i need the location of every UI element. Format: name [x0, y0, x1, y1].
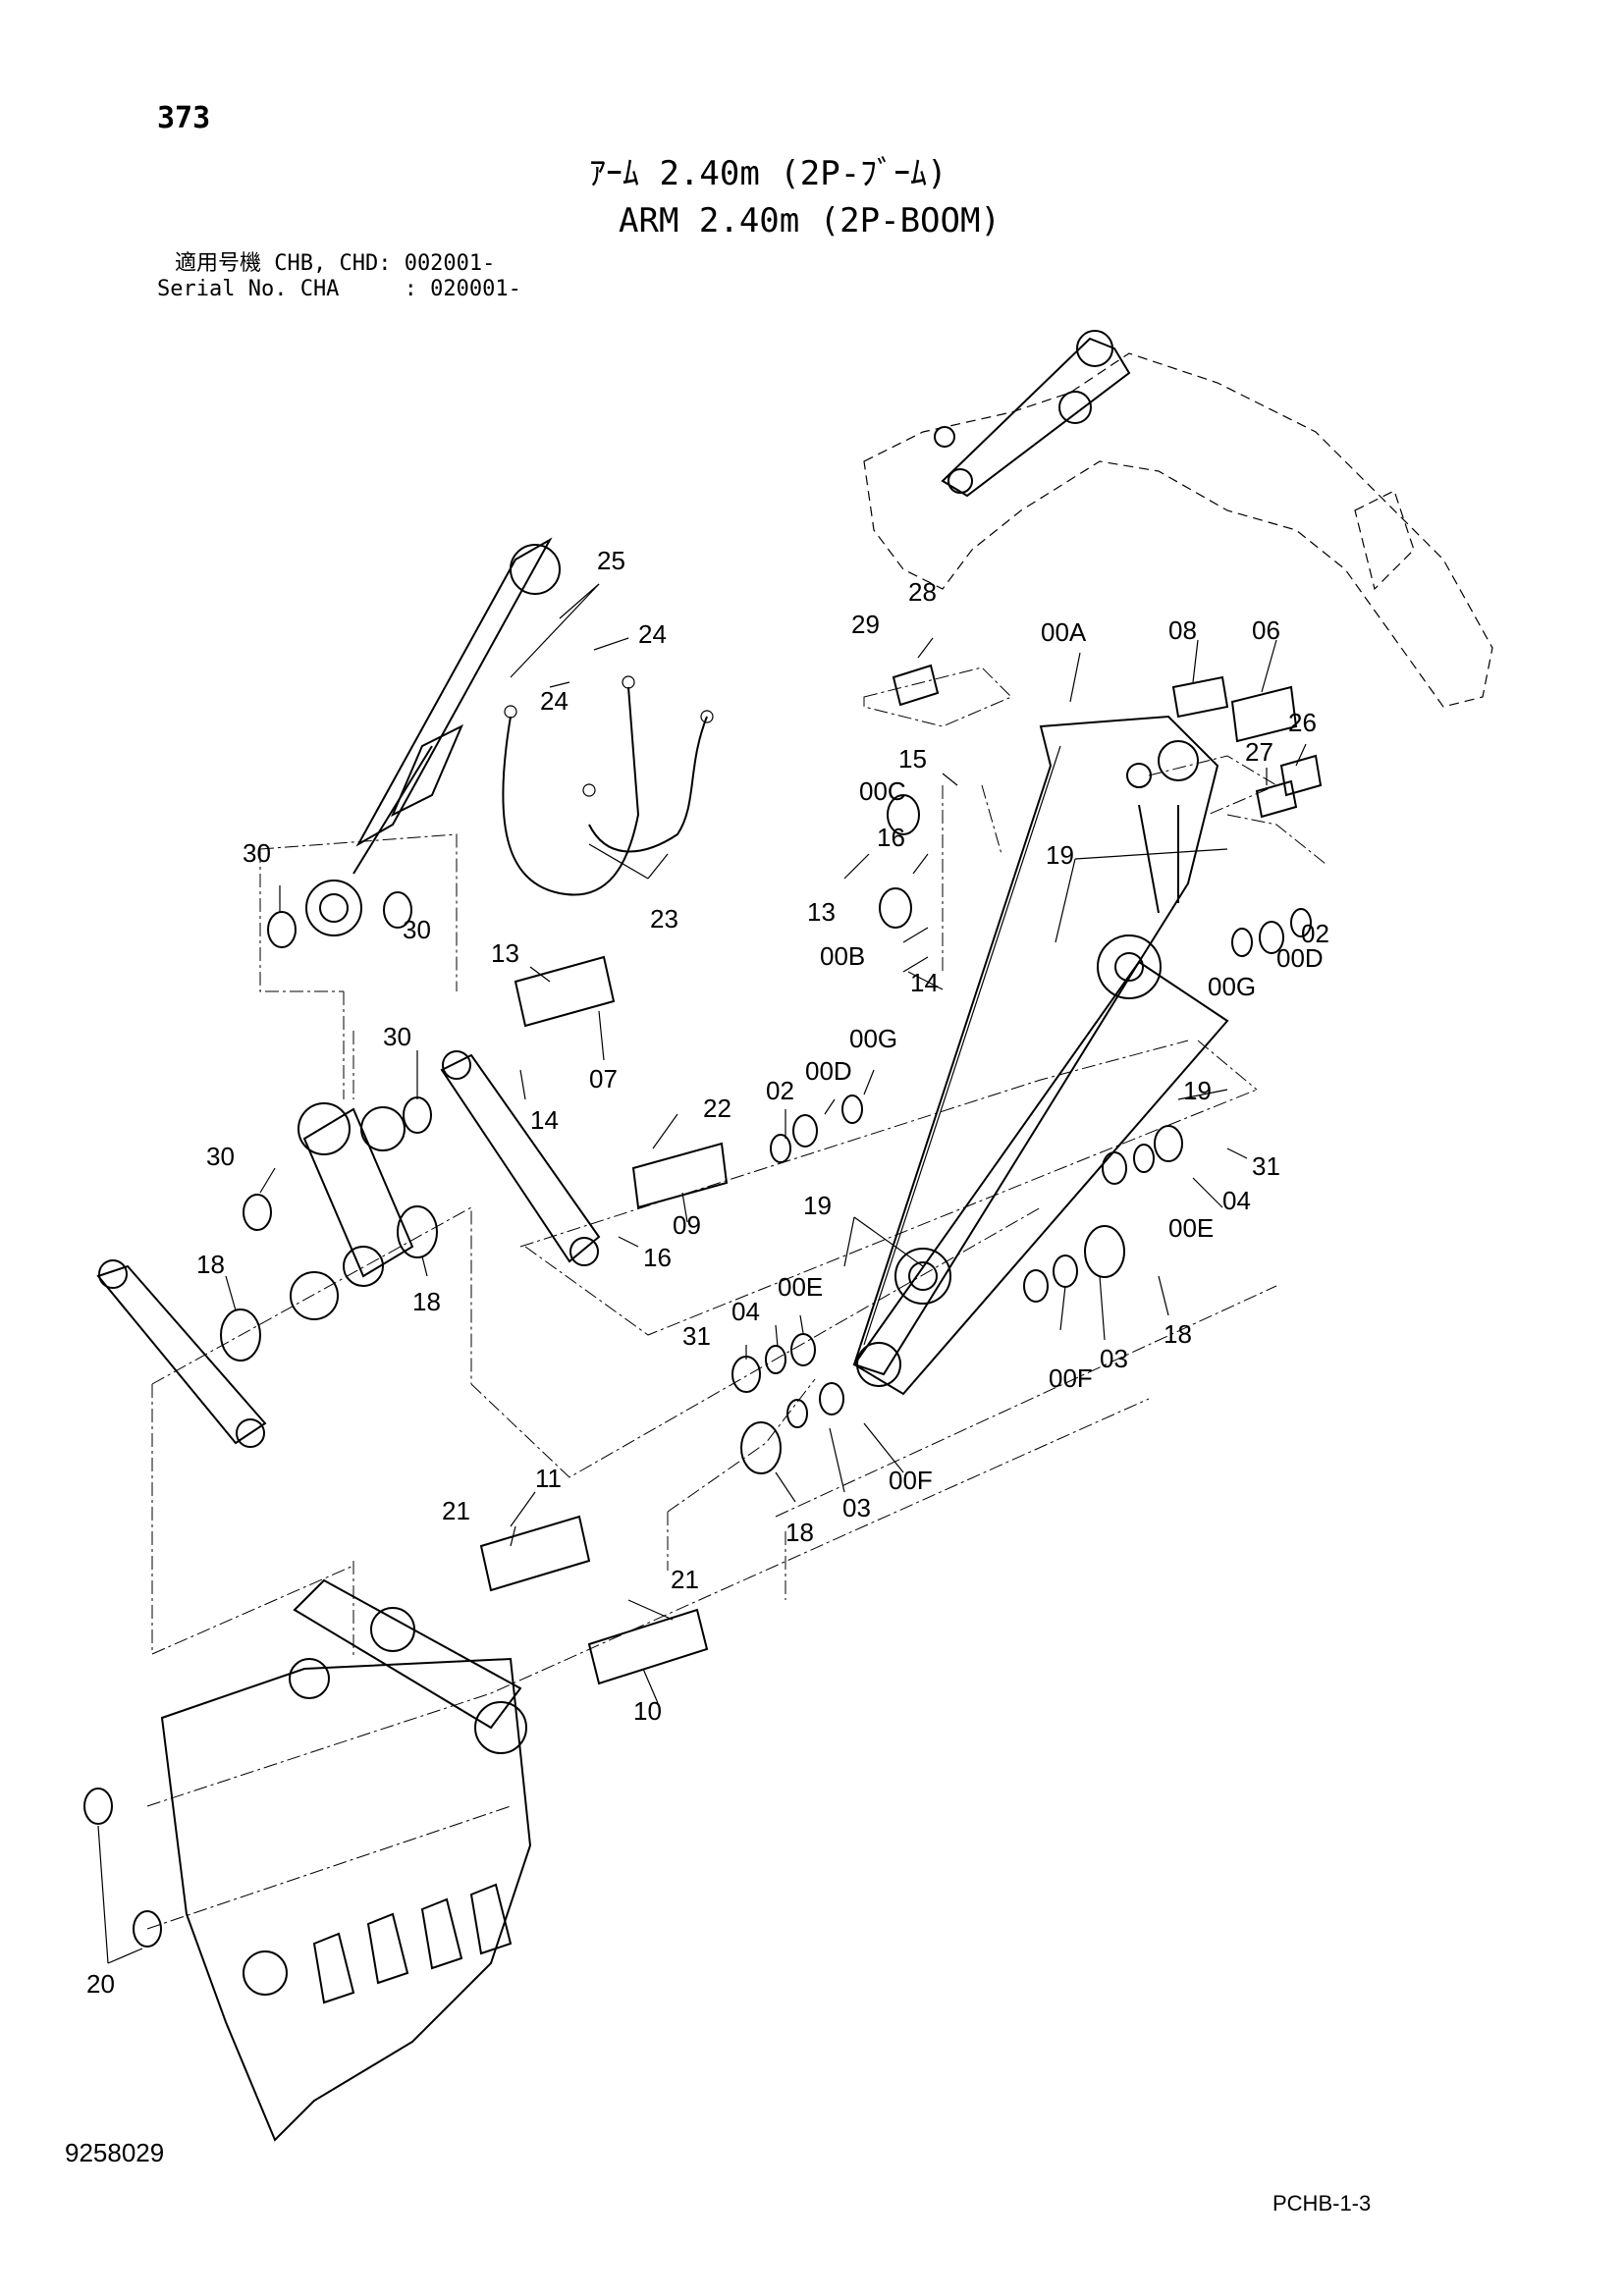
- callout-19: 19: [803, 1191, 832, 1220]
- callout-00A: 00A: [1041, 617, 1087, 647]
- callout-00C: 00C: [859, 776, 906, 806]
- callout-02: 02: [1301, 919, 1329, 948]
- callout-03: 03: [842, 1493, 871, 1522]
- overview-inset: [863, 330, 1493, 708]
- callout-00E: 00E: [778, 1272, 823, 1302]
- title-english: ARM 2.40m (2P-BOOM): [619, 201, 1001, 240]
- callout-00G: 00G: [1208, 972, 1256, 1001]
- title-japanese: ｱｰﾑ 2.40m (2P-ﾌﾞｰﾑ): [589, 154, 947, 193]
- callout-09: 09: [673, 1210, 701, 1240]
- callout-26: 26: [1288, 708, 1317, 737]
- callout-11: 11: [535, 1464, 562, 1493]
- callout-08: 08: [1168, 615, 1197, 645]
- callout-04: 04: [731, 1297, 760, 1326]
- callout-15: 15: [898, 744, 927, 774]
- callout-30: 30: [243, 838, 271, 868]
- callout-22: 22: [703, 1094, 731, 1123]
- document-number: 9258029: [65, 2138, 165, 2167]
- callout-00D: 00D: [1276, 943, 1324, 973]
- callout-18: 18: [1164, 1319, 1192, 1349]
- arm-body: [852, 715, 1229, 1396]
- callout-24: 24: [540, 686, 568, 716]
- callout-00F: 00F: [1049, 1363, 1093, 1393]
- callout-04: 04: [1222, 1186, 1251, 1215]
- callout-30: 30: [383, 1022, 411, 1051]
- callout-03: 03: [1100, 1344, 1128, 1373]
- callout-31: 31: [1252, 1151, 1280, 1181]
- callout-30: 30: [403, 915, 431, 944]
- pins: [479, 675, 1298, 1685]
- callout-18: 18: [196, 1250, 225, 1279]
- callout-14: 14: [910, 968, 939, 997]
- callout-25: 25: [597, 546, 625, 575]
- callout-18: 18: [412, 1287, 441, 1316]
- bucket: [160, 1578, 532, 2142]
- callout-29: 29: [851, 610, 880, 639]
- callout-00F: 00F: [889, 1466, 933, 1495]
- callout-06: 06: [1252, 615, 1280, 645]
- bucket-cylinder: [305, 537, 561, 936]
- hoses: [502, 675, 714, 896]
- callout-24: 24: [638, 619, 667, 649]
- callout-13: 13: [807, 897, 836, 927]
- callout-23: 23: [650, 904, 678, 934]
- callout-20: 20: [86, 1969, 115, 1999]
- callout-07: 07: [589, 1064, 618, 1094]
- callout-02: 02: [766, 1076, 794, 1105]
- callout-21: 21: [671, 1565, 699, 1594]
- sheet-code: PCHB-1-3: [1272, 2191, 1372, 2216]
- rings: [83, 664, 1323, 1948]
- serial-applicability-line-1: 適用号機 CHB, CHD: 002001-: [175, 251, 496, 276]
- serial-applicability-line-2: Serial No. CHA : 020001-: [157, 277, 521, 301]
- callout-16: 16: [643, 1243, 672, 1272]
- callout-00G: 00G: [849, 1024, 897, 1053]
- callout-27: 27: [1245, 737, 1273, 767]
- callout-18: 18: [785, 1518, 814, 1547]
- callout-30: 30: [206, 1142, 235, 1171]
- callout-19: 19: [1183, 1076, 1212, 1105]
- callout-19: 19: [1046, 840, 1074, 870]
- callout-00E: 00E: [1168, 1213, 1214, 1243]
- callout-31: 31: [682, 1321, 711, 1351]
- callout-10: 10: [633, 1696, 662, 1726]
- page-number: 373: [157, 101, 211, 135]
- callout-00B: 00B: [820, 941, 865, 971]
- assembly-lines: [146, 667, 1326, 1930]
- bucket-links: [96, 1050, 601, 1448]
- callout-00D: 00D: [805, 1056, 852, 1086]
- leader-lines: [97, 583, 1307, 1964]
- callout-28: 28: [908, 577, 937, 607]
- callout-16: 16: [877, 823, 905, 852]
- callout-13: 13: [491, 938, 519, 968]
- callout-14: 14: [530, 1105, 559, 1135]
- callout-21: 21: [442, 1496, 470, 1525]
- callout-labels: 25 24 24 23 29 28 00A 08 06 26 27 15 00C…: [86, 546, 1329, 1999]
